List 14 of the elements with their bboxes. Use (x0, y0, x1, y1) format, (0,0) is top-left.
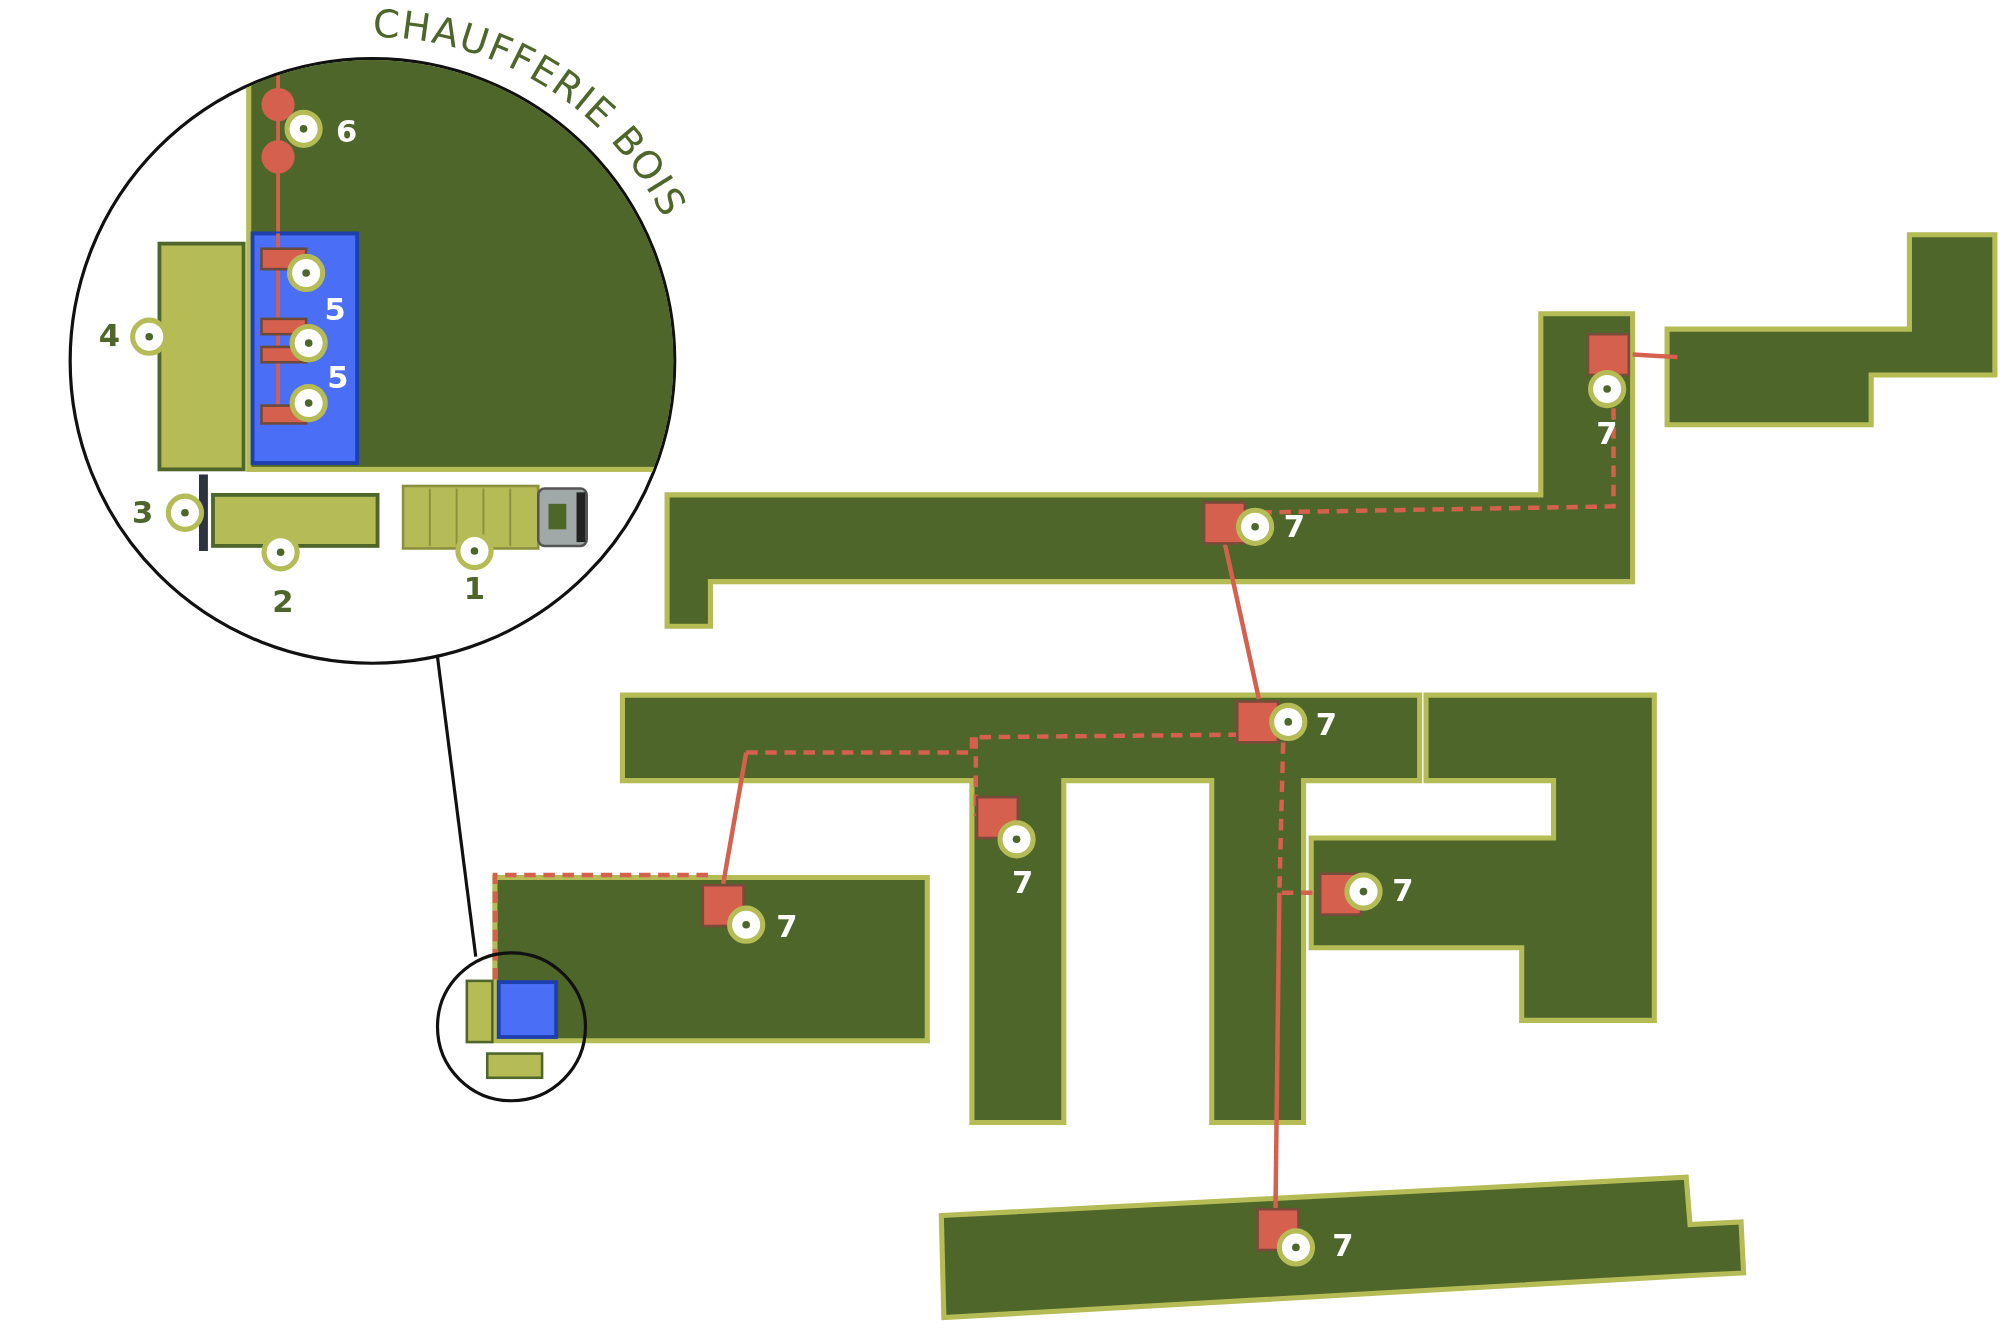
callout-number: 6 (336, 116, 358, 147)
callout-number: 7 (1596, 418, 1618, 449)
callout-number: 7 (1283, 511, 1306, 543)
callout-number: 7 (776, 912, 798, 943)
callout-number: 5 (324, 294, 346, 326)
callout-number: 7 (1315, 709, 1337, 740)
callout-number: 3 (132, 497, 154, 529)
callout-number: 7 (1392, 875, 1414, 906)
callout-number: 5 (327, 362, 349, 393)
callout-number: 4 (98, 320, 121, 351)
callout-number: 7 (1332, 1230, 1354, 1262)
callout-number: 2 (272, 586, 294, 618)
callout-number: 1 (463, 574, 485, 605)
callout-number: 7 (1012, 867, 1034, 898)
